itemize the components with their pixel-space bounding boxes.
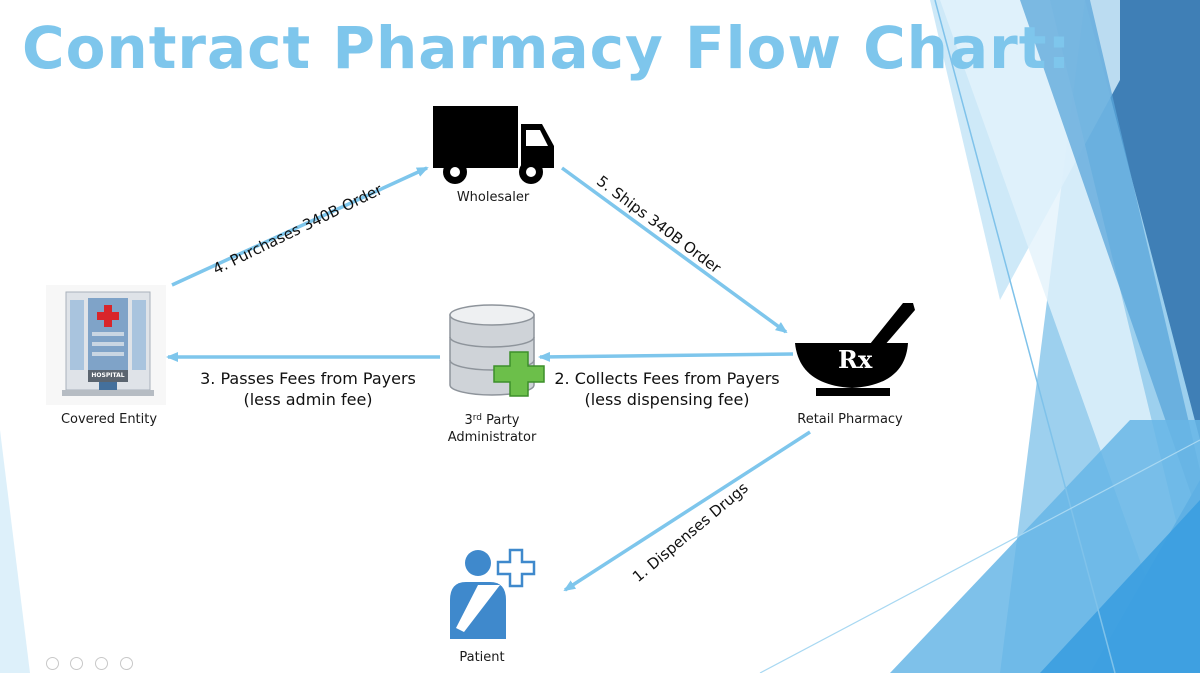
mortar-pestle-icon: [795, 303, 915, 396]
administrator-label-suffix: Party: [482, 413, 520, 428]
patient-label: Patient: [459, 650, 505, 665]
rx-symbol: Rx: [838, 345, 873, 374]
administrator-label-sup: rd: [472, 413, 483, 423]
administrator-label-prefix: 3: [464, 413, 473, 428]
patient-icon: [450, 548, 536, 639]
slide-control-more[interactable]: [120, 657, 133, 670]
arrow-collects: [538, 351, 794, 362]
truck-icon: [433, 106, 554, 184]
arrow-dispenses: [563, 430, 811, 592]
arrow-purchases: [171, 166, 429, 287]
hospital-sign: HOSPITAL: [91, 372, 125, 379]
wholesaler-label: Wholesaler: [456, 190, 530, 205]
hospital-icon: [46, 285, 166, 405]
administrator-label: 3rd Party Administrator: [430, 412, 554, 446]
flow-collects-line1: 2. Collects Fees from Payers: [554, 369, 780, 388]
slide-control-prev[interactable]: [46, 657, 59, 670]
slide-control-zoom[interactable]: [95, 657, 108, 670]
flow-passes-line1: 3. Passes Fees from Payers: [200, 369, 416, 388]
retail-pharmacy-label: Retail Pharmacy: [797, 412, 903, 427]
flow-collects-line2: (less dispensing fee): [584, 390, 750, 409]
arrow-ships: [560, 166, 788, 334]
flow-passes-label: 3. Passes Fees from Payers (less admin f…: [190, 368, 426, 410]
database-plus-icon: [449, 304, 545, 397]
flow-passes-line2: (less admin fee): [243, 390, 373, 409]
slide-control-pen[interactable]: [70, 657, 83, 670]
administrator-label-line2: Administrator: [447, 430, 537, 445]
flow-collects-label: 2. Collects Fees from Payers (less dispe…: [548, 368, 786, 410]
covered-entity-label: Covered Entity: [60, 412, 158, 427]
slide-title: Contract Pharmacy Flow Chart:: [22, 14, 1072, 82]
